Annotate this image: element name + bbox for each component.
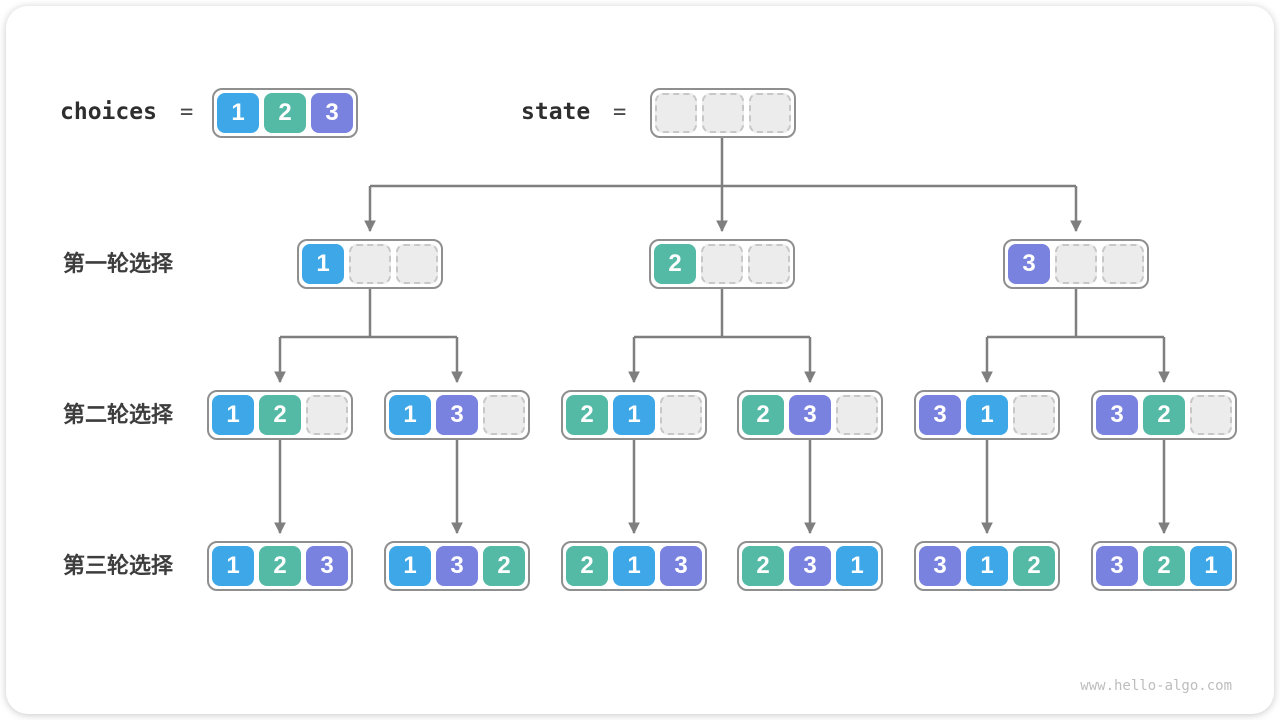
array-cell: 1 xyxy=(613,395,655,435)
state-array xyxy=(650,88,796,138)
array-cell: 2 xyxy=(483,546,525,586)
array-cell: 1 xyxy=(613,546,655,586)
array-cell: 1 xyxy=(212,546,254,586)
array-cell: 1 xyxy=(1190,546,1232,586)
array-cell xyxy=(1055,244,1097,284)
state-node: 3 2 xyxy=(1091,390,1237,440)
round-1-label: 第一轮选择 xyxy=(63,251,174,276)
state-equals-sign: = xyxy=(613,100,627,125)
array-cell: 1 xyxy=(302,244,344,284)
array-cell: 2 xyxy=(1013,546,1055,586)
array-cell: 1 xyxy=(966,546,1008,586)
array-cell: 3 xyxy=(789,546,831,586)
array-cell xyxy=(655,93,697,133)
array-cell: 2 xyxy=(1143,395,1185,435)
diagram-card xyxy=(6,6,1274,714)
array-cell: 3 xyxy=(660,546,702,586)
array-cell xyxy=(702,93,744,133)
state-label: state xyxy=(521,99,591,125)
watermark: www.hello-algo.com xyxy=(1080,678,1232,694)
array-cell: 3 xyxy=(1008,244,1050,284)
array-cell xyxy=(748,244,790,284)
array-cell: 2 xyxy=(742,395,784,435)
array-cell xyxy=(836,395,878,435)
array-cell: 3 xyxy=(306,546,348,586)
array-cell: 3 xyxy=(919,546,961,586)
round-3-label: 第三轮选择 xyxy=(63,553,174,578)
state-node: 2 3 xyxy=(737,390,883,440)
array-cell xyxy=(701,244,743,284)
array-cell: 2 xyxy=(1143,546,1185,586)
array-cell xyxy=(483,395,525,435)
array-cell: 2 xyxy=(566,395,608,435)
round-2-label: 第二轮选择 xyxy=(63,402,174,427)
state-node: 2 1 3 xyxy=(561,541,707,591)
choices-equals-sign: = xyxy=(180,100,194,125)
state-node: 1 3 xyxy=(384,390,530,440)
array-cell: 3 xyxy=(311,93,353,133)
array-cell: 3 xyxy=(919,395,961,435)
array-cell: 2 xyxy=(654,244,696,284)
array-cell: 2 xyxy=(566,546,608,586)
array-cell: 3 xyxy=(1096,395,1138,435)
state-node: 1 xyxy=(297,239,443,289)
array-cell: 1 xyxy=(389,395,431,435)
array-cell: 2 xyxy=(259,546,301,586)
choices-array: 1 2 3 xyxy=(212,88,358,138)
array-cell: 1 xyxy=(212,395,254,435)
array-cell: 3 xyxy=(436,546,478,586)
array-cell: 3 xyxy=(789,395,831,435)
array-cell xyxy=(396,244,438,284)
state-node: 3 2 1 xyxy=(1091,541,1237,591)
array-cell xyxy=(749,93,791,133)
array-cell: 2 xyxy=(259,395,301,435)
array-cell xyxy=(1190,395,1232,435)
state-node: 1 2 xyxy=(207,390,353,440)
array-cell: 3 xyxy=(1096,546,1138,586)
array-cell xyxy=(660,395,702,435)
array-cell: 1 xyxy=(389,546,431,586)
array-cell xyxy=(1102,244,1144,284)
state-node: 3 1 2 xyxy=(914,541,1060,591)
state-node: 3 xyxy=(1003,239,1149,289)
array-cell: 1 xyxy=(966,395,1008,435)
array-cell: 3 xyxy=(436,395,478,435)
array-cell: 1 xyxy=(217,93,259,133)
state-node: 2 xyxy=(649,239,795,289)
array-cell xyxy=(349,244,391,284)
state-node: 2 3 1 xyxy=(737,541,883,591)
array-cell: 1 xyxy=(836,546,878,586)
state-node: 1 2 3 xyxy=(207,541,353,591)
array-cell xyxy=(1013,395,1055,435)
array-cell xyxy=(306,395,348,435)
choices-label: choices xyxy=(60,99,157,125)
array-cell: 2 xyxy=(264,93,306,133)
state-node: 2 1 xyxy=(561,390,707,440)
state-node: 1 3 2 xyxy=(384,541,530,591)
state-node: 3 1 xyxy=(914,390,1060,440)
array-cell: 2 xyxy=(742,546,784,586)
